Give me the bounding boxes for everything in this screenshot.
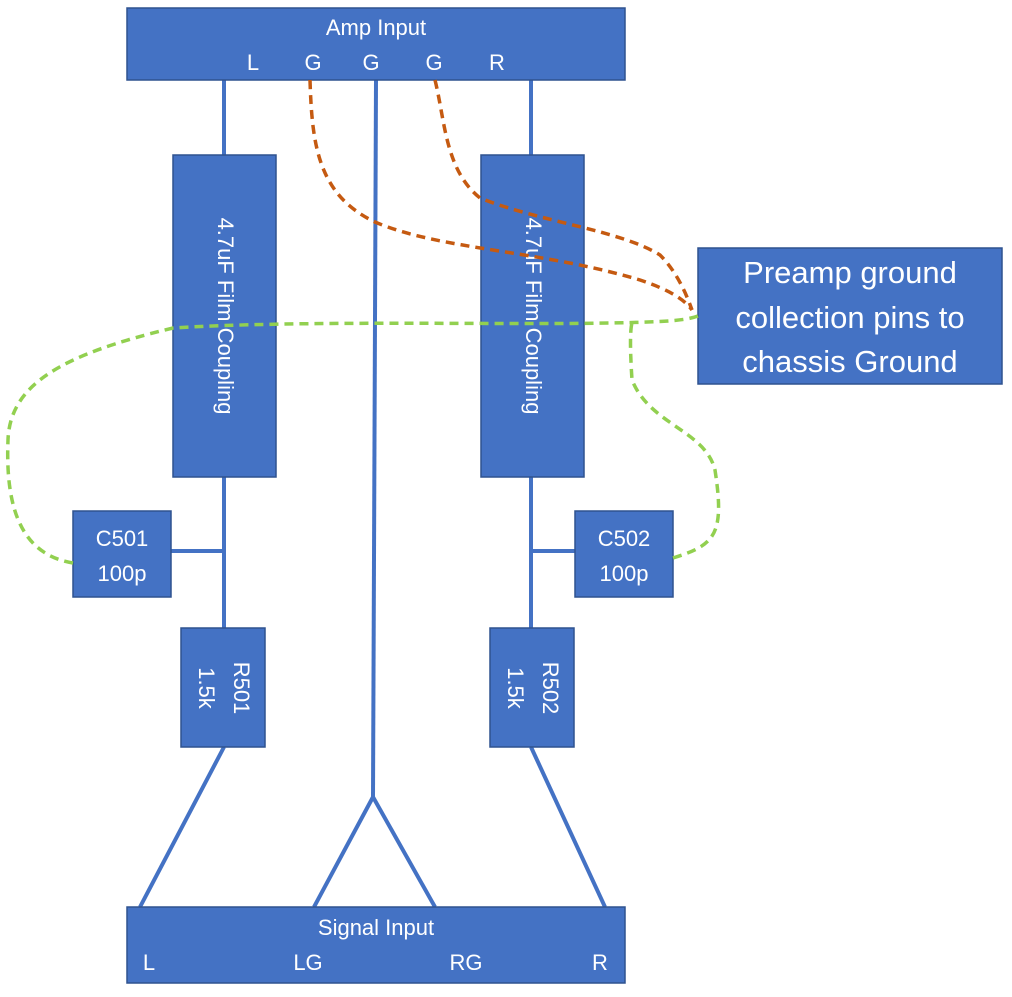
preamp-note-line-2: collection pins to: [735, 300, 964, 335]
signal-pin-rg: RG: [450, 950, 483, 975]
c501-capacitor: C501 100p: [72, 510, 172, 598]
c502-name: C502: [598, 526, 651, 551]
wire-ground-split-to-rg: [371, 796, 437, 908]
wire-ground-split-to-lg: [312, 796, 375, 908]
c502-capacitor: C502 100p: [574, 510, 674, 598]
coupling-cap-left-label: 4.7uF Film Coupling: [213, 218, 238, 415]
c501-value: 100p: [98, 561, 147, 586]
r501-box: [180, 627, 266, 748]
r502-value: 1.5k: [503, 667, 528, 710]
signal-input-block: Signal Input L LG RG R: [126, 906, 626, 984]
signal-input-box: [126, 906, 626, 984]
c501-name: C501: [96, 526, 149, 551]
amp-pin-r: R: [489, 50, 505, 75]
signal-input-title: Signal Input: [318, 915, 434, 940]
amp-ground-wires: [308, 79, 694, 312]
preamp-note-line-1: Preamp ground: [743, 255, 957, 290]
amp-pin-g-left: G: [304, 50, 321, 75]
wire-amp-center-ground: [371, 79, 378, 798]
preamp-note-line-3: chassis Ground: [742, 344, 957, 379]
r501-resistor: R501 1.5k: [180, 627, 266, 748]
coupling-cap-right-box: [480, 154, 585, 478]
amp-pin-g-right: G: [425, 50, 442, 75]
r501-value: 1.5k: [194, 667, 219, 710]
ground-wire-amp-g-right: [433, 79, 694, 311]
signal-pin-lg: LG: [293, 950, 322, 975]
signal-wires: [138, 79, 607, 908]
ground-wire-c501: [5, 314, 699, 565]
amp-input-box: [126, 7, 626, 81]
amp-input-title: Amp Input: [326, 15, 426, 40]
preamp-ground-note: Preamp ground collection pins to chassis…: [697, 247, 1003, 385]
wire-r502-to-signal-r: [529, 746, 607, 908]
preamp-ground-wires: [5, 314, 721, 565]
coupling-cap-right: 4.7uF Film Coupling: [480, 154, 585, 478]
ground-wire-c502: [628, 322, 721, 560]
amp-pin-g-center: G: [362, 50, 379, 75]
c502-value: 100p: [600, 561, 649, 586]
amp-input-block: Amp Input L G G G R: [126, 7, 626, 81]
r502-name: R502: [538, 662, 563, 715]
wire-r501-to-signal-l: [138, 746, 226, 908]
preamp-ground-note-box: [697, 247, 1003, 385]
c502-box: [574, 510, 674, 598]
amp-pin-l: L: [247, 50, 259, 75]
ground-wire-amp-g-left: [308, 79, 694, 312]
coupling-cap-left-box: [172, 154, 277, 478]
r502-resistor: R502 1.5k: [489, 627, 575, 748]
r502-box: [489, 627, 575, 748]
coupling-cap-right-label: 4.7uF Film Coupling: [521, 218, 546, 415]
c501-box: [72, 510, 172, 598]
signal-pin-l: L: [143, 950, 155, 975]
r501-name: R501: [229, 662, 254, 715]
signal-pin-r: R: [592, 950, 608, 975]
coupling-cap-left: 4.7uF Film Coupling: [172, 154, 277, 478]
